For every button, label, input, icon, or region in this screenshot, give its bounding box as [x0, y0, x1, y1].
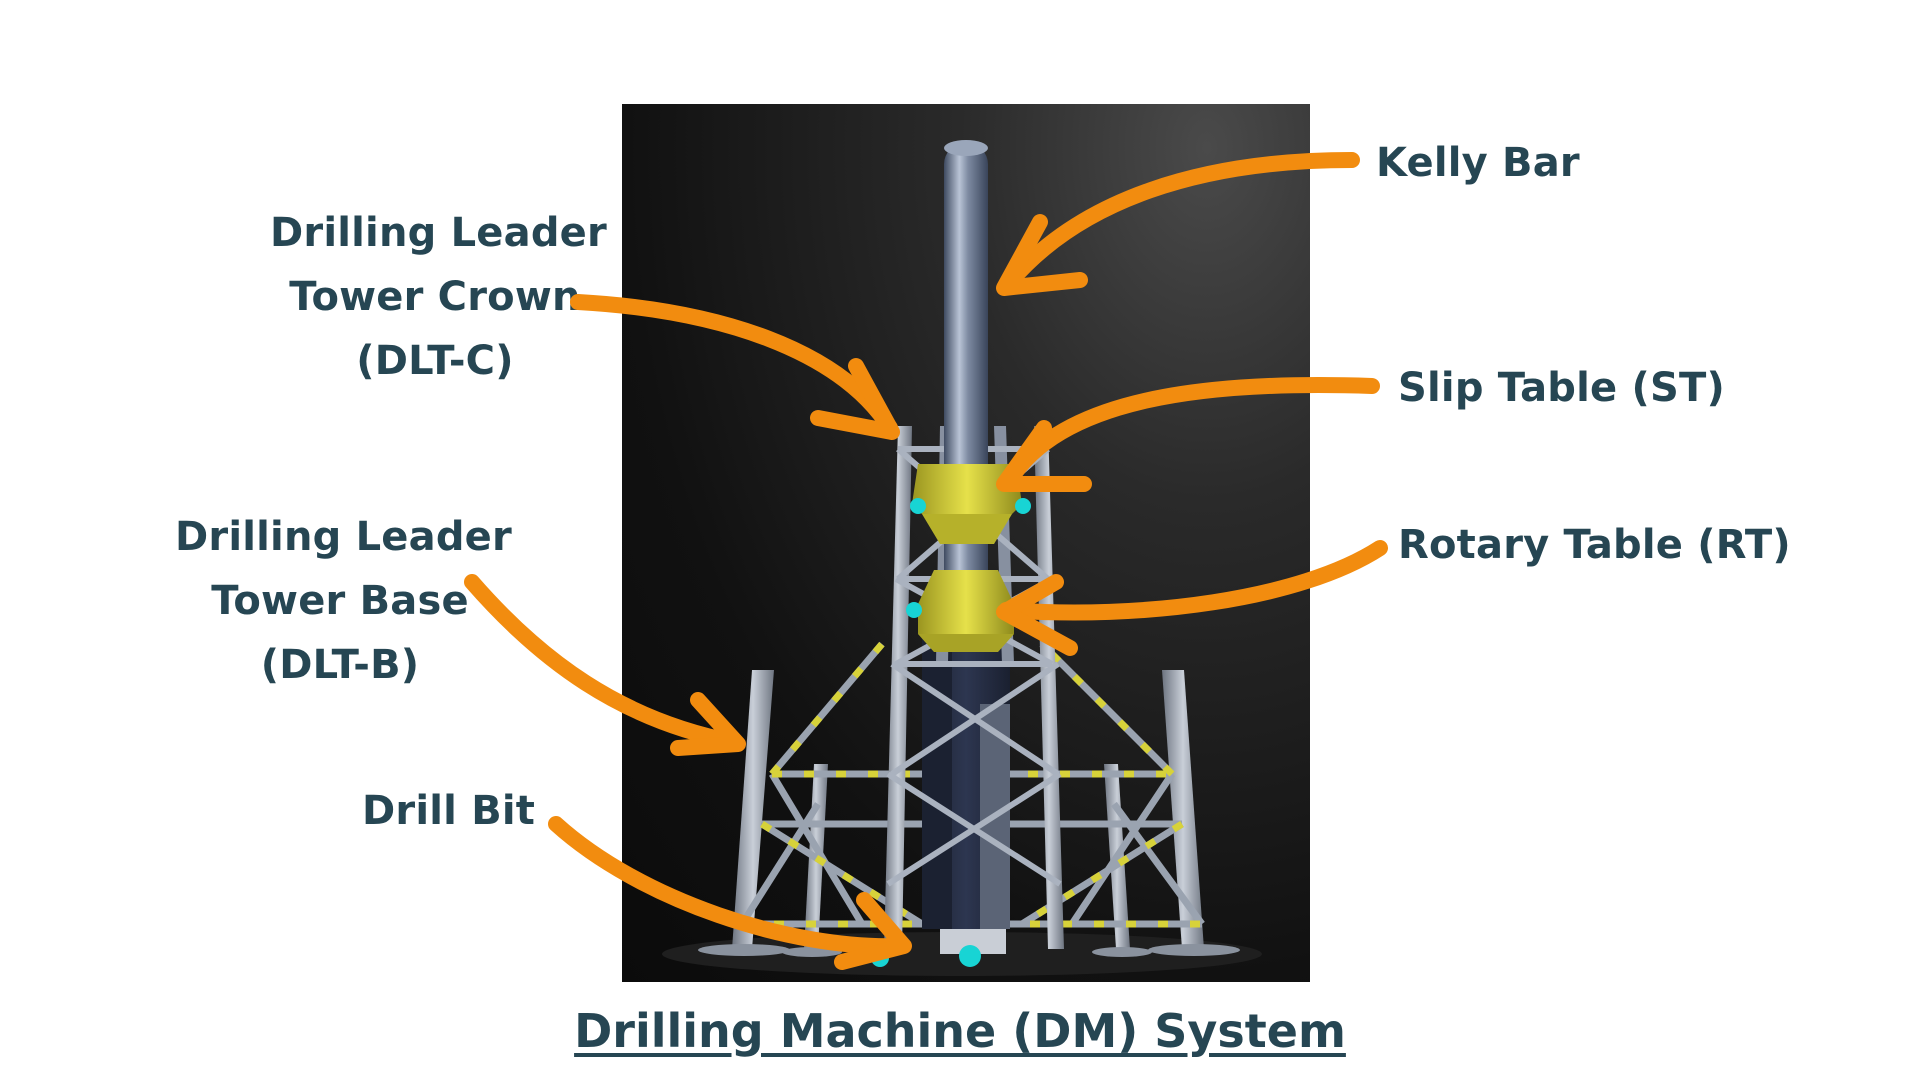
label-drill-bit: Drill Bit — [362, 788, 536, 834]
label-slip-table: Slip Table (ST) — [1398, 365, 1725, 411]
label-dlt-crown: Drilling Leader Tower Crown (DLT-C) — [270, 201, 607, 393]
label-dlt-crown-line-2: Tower Crown — [289, 274, 581, 320]
label-kelly-bar: Kelly Bar — [1376, 140, 1580, 186]
drilling-machine-illustration — [662, 140, 1262, 976]
label-dlt-base: Drilling Leader Tower Base (DLT-B) — [175, 505, 512, 697]
label-dlt-base-line-3: (DLT-B) — [260, 642, 420, 688]
label-rotary-table: Rotary Table (RT) — [1398, 522, 1791, 568]
drilling-machine-render — [622, 104, 1310, 982]
label-dlt-crown-line-3: (DLT-C) — [356, 338, 514, 384]
label-dlt-base-line-1: Drilling Leader — [175, 514, 512, 560]
diagram-caption: Drilling Machine (DM) System — [574, 1004, 1346, 1058]
label-dlt-base-line-2: Tower Base — [211, 578, 469, 624]
label-dlt-crown-line-1: Drilling Leader — [270, 210, 607, 256]
rotary-table — [918, 570, 1014, 652]
slip-table — [912, 464, 1022, 544]
